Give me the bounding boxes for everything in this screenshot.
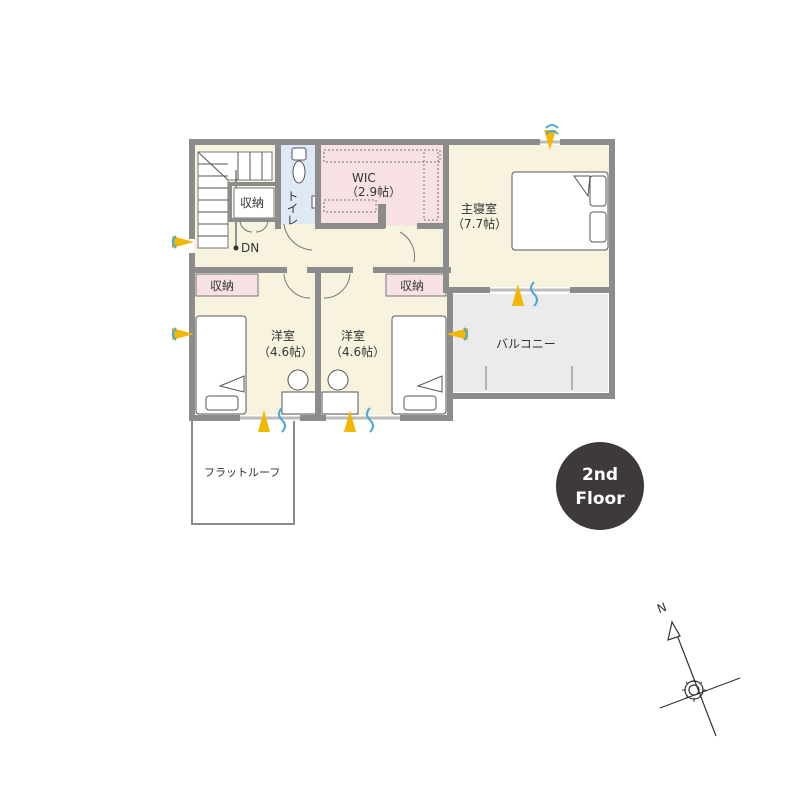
balcony-floor <box>452 294 608 392</box>
vent-marker-bottom-right <box>344 407 374 433</box>
vent-marker-top <box>544 124 559 150</box>
vent-marker-left-hall <box>172 235 194 249</box>
right-storage-label: 収納 <box>400 279 424 293</box>
staircase <box>197 151 273 251</box>
balcony-drains <box>485 366 573 390</box>
left-storage-box <box>195 273 259 297</box>
left-storage-label: 収納 <box>210 279 234 293</box>
wic-area: （2.9帖） <box>346 184 401 199</box>
floor-badge-line2: Floor <box>575 489 625 509</box>
right-desk <box>321 369 359 415</box>
western-left-name: 洋室 <box>271 328 295 343</box>
western-left-area: （4.6帖） <box>258 344 313 359</box>
compass-north-label: N <box>655 600 668 616</box>
master-bed <box>511 171 609 251</box>
left-bed <box>195 315 247 415</box>
compass-icon <box>659 620 741 737</box>
right-room-door-swing <box>323 273 351 299</box>
left-desk <box>281 369 317 415</box>
master-door-swing <box>399 231 415 263</box>
western-right-name: 洋室 <box>341 328 365 343</box>
vent-marker-balcony <box>512 281 538 307</box>
right-bed <box>391 315 447 415</box>
wic-shelving <box>323 149 441 221</box>
wic-partition <box>378 204 386 228</box>
hall-storage-label: 収納 <box>240 196 264 210</box>
master-bedroom-name: 主寝室 <box>461 201 497 216</box>
toilet-label: トイレ <box>285 190 299 226</box>
western-right-area: （4.6帖） <box>330 344 385 359</box>
vent-marker-right-room <box>446 327 468 341</box>
floor-badge-line1: 2nd <box>582 465 618 485</box>
stairs-down-label: DN <box>241 241 259 255</box>
flat-roof-label: フラットルーフ <box>204 466 280 479</box>
corridor-floor <box>194 226 450 274</box>
floor-badge <box>556 442 644 530</box>
balcony-label: バルコニー <box>496 337 556 351</box>
ventilation-markers <box>172 124 559 433</box>
vent-marker-left-room <box>172 327 194 341</box>
vent-marker-bottom-left <box>258 407 286 433</box>
flat-roof-outline <box>191 419 295 525</box>
toilet-door-swing <box>283 223 313 251</box>
master-bedroom-area: （7.7帖） <box>452 216 507 231</box>
wic-name: WIC <box>352 171 376 185</box>
left-room-door-swing <box>283 273 311 299</box>
hall-storage-doors <box>239 219 269 233</box>
windows <box>240 139 570 421</box>
